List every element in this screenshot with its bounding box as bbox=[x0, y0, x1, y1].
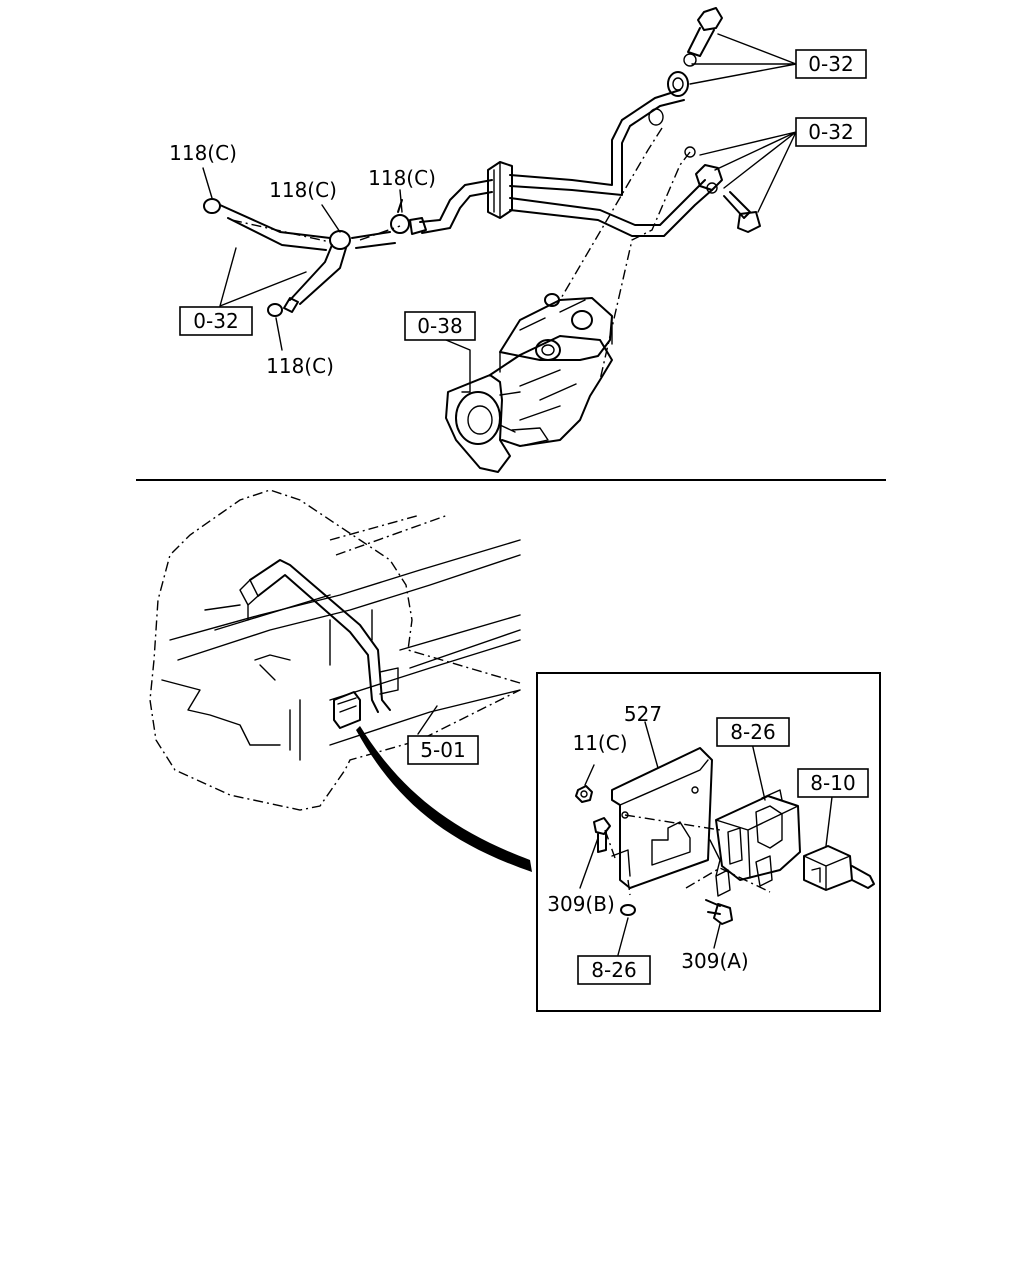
banjo-bolt-icon bbox=[683, 7, 723, 67]
part-label-118c-b: 118(C) bbox=[269, 178, 337, 202]
hose-clamp-icon bbox=[203, 198, 221, 214]
plug-connector-icon bbox=[803, 845, 875, 891]
cab-bracket-section: 5-01 bbox=[149, 489, 881, 1012]
banjo-fitting-icon bbox=[667, 71, 689, 97]
washer-icon bbox=[620, 904, 636, 916]
part-label-11c: 11(C) bbox=[572, 731, 627, 755]
detail-pointer bbox=[356, 726, 532, 872]
ref-label-0-38: 0-38 bbox=[417, 314, 462, 338]
ref-box-0-32-left bbox=[179, 306, 253, 336]
part-label-118c-a: 118(C) bbox=[169, 141, 237, 165]
ref-box-8-10 bbox=[797, 768, 869, 798]
ref-box-5-01 bbox=[407, 735, 479, 765]
ref-box-0-32-right bbox=[795, 117, 867, 147]
part-label-309b: 309(B) bbox=[547, 892, 615, 916]
ref-label-5-01: 5-01 bbox=[420, 738, 465, 762]
ref-box-8-26-top bbox=[716, 717, 790, 747]
ref-box-0-32-top bbox=[795, 49, 867, 79]
ref-label-8-26-top: 8-26 bbox=[730, 720, 775, 744]
hose-clamp-icon bbox=[390, 214, 410, 234]
part-label-527: 527 bbox=[624, 702, 662, 726]
bolt-icon bbox=[593, 817, 611, 853]
nut-icon bbox=[575, 785, 593, 803]
ref-box-8-26-bottom bbox=[577, 955, 651, 985]
ref-label-8-10: 8-10 bbox=[810, 771, 855, 795]
part-label-309a: 309(A) bbox=[681, 949, 748, 973]
part-label-118c-d: 118(C) bbox=[266, 354, 334, 378]
bracket-plate-icon bbox=[611, 747, 713, 889]
detail-frame bbox=[536, 672, 881, 1012]
hose-clamp-icon bbox=[329, 230, 351, 250]
air-compressor-piping-section: 0-32 0-32 0-32 0-38 118(C) 118(C) 118(C)… bbox=[169, 7, 867, 473]
connector-icon bbox=[709, 789, 801, 897]
ref-label-0-32-right: 0-32 bbox=[808, 120, 853, 144]
ref-label-0-32-top: 0-32 bbox=[808, 52, 853, 76]
ref-label-8-26-bottom: 8-26 bbox=[591, 958, 636, 982]
part-label-118c-c: 118(C) bbox=[368, 166, 436, 190]
bracket-location-icon bbox=[333, 691, 361, 729]
ref-label-0-32-left: 0-32 bbox=[193, 309, 238, 333]
air-compressor-icon bbox=[445, 293, 613, 473]
hose-clamp-icon bbox=[267, 303, 283, 317]
ref-box-0-38 bbox=[404, 311, 476, 341]
bolt-icon bbox=[705, 899, 733, 925]
